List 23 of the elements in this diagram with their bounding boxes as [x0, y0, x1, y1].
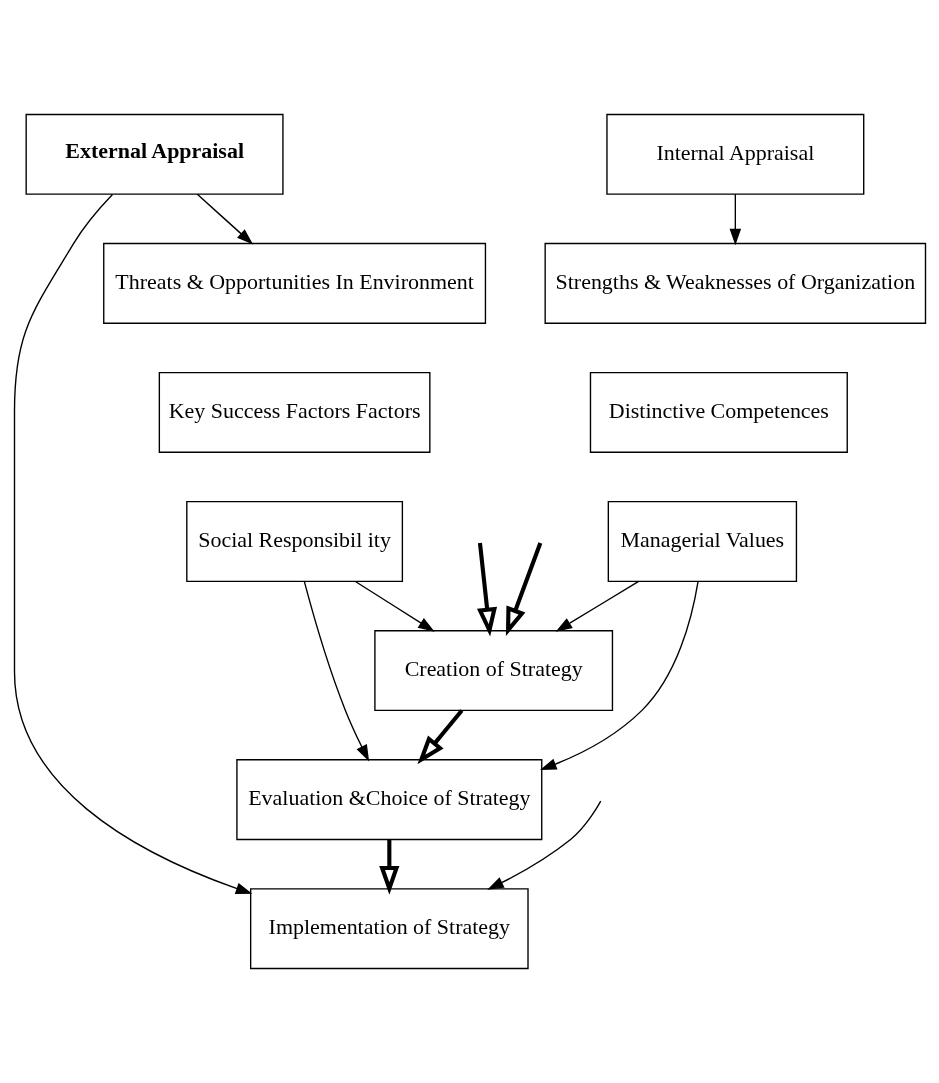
- arrow: [196, 193, 253, 245]
- node-box: External Appraisal: [25, 113, 284, 195]
- arrow: [476, 542, 497, 637]
- node-box: Evaluation &Choice of Strategy: [235, 759, 542, 841]
- arrow: [354, 580, 435, 632]
- arrow: [486, 800, 601, 890]
- node-box: Key Success Factors Factors: [158, 371, 431, 453]
- arrow: [378, 839, 399, 895]
- arrow: [303, 580, 369, 762]
- arrow: [13, 193, 252, 894]
- node-box: Distinctive Competences: [589, 371, 848, 453]
- arrow: [416, 709, 463, 765]
- node-box: Threats & Opportunities In Environment: [102, 242, 486, 324]
- arrow: [505, 542, 542, 637]
- node-box: Social Responsibil ity: [185, 501, 403, 582]
- arrow: [539, 580, 699, 770]
- node-box: Strengths & Weaknesses of Organization: [544, 242, 926, 324]
- node-box: Implementation of Strategy: [249, 888, 529, 970]
- node-box: Internal Appraisal: [605, 113, 864, 195]
- node-box: Managerial Values: [607, 501, 797, 582]
- arrow: [555, 580, 639, 632]
- arrow: [729, 193, 741, 246]
- node-box: Creation of Strategy: [373, 630, 613, 712]
